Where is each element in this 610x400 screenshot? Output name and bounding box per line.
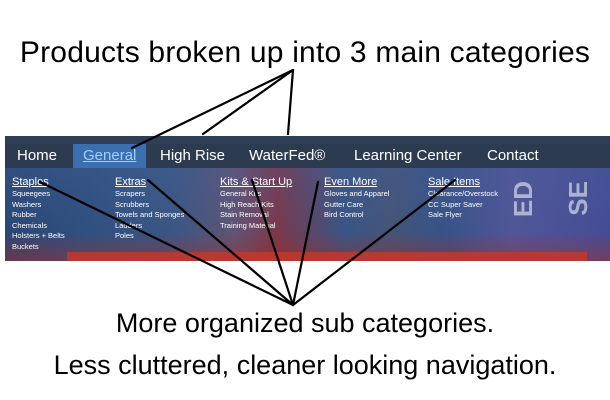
menu-column-staples: Staples Squeegees Washers Rubber Chemica… [12,176,65,252]
nav-item-high-rise[interactable]: High Rise [160,147,226,164]
website-navigation-screenshot: ED SE Home General High Rise WaterFed® L… [5,136,610,261]
menu-column-sale-items: Sale Items Clearance/Overstock CC Super … [428,176,498,221]
nav-item-contact[interactable]: Contact [487,147,539,164]
menu-link[interactable]: Gutter Care [324,199,364,209]
menu-link[interactable]: Scrubbers [115,199,150,209]
menu-link[interactable]: Ladders [115,220,143,230]
background-sign-text: ED [508,181,538,218]
background-sign-text: SE [563,181,593,216]
nav-item-home[interactable]: Home [17,147,58,164]
menu-link[interactable]: Sale Flyer [428,210,462,219]
menu-link[interactable]: Gloves and Apparel [324,189,390,198]
menu-heading-sale-items[interactable]: Sale Items [428,176,480,188]
nav-item-waterfed[interactable]: WaterFed® [249,147,326,164]
menu-link[interactable]: Training Material [220,220,276,230]
menu-link[interactable]: Stain Removal [220,210,269,219]
nav-item-learning-center[interactable]: Learning Center [354,147,462,164]
menu-link[interactable]: Buckets [12,241,39,251]
menu-link[interactable]: Chemicals [12,220,48,230]
menu-link[interactable]: Squeegees [12,189,50,198]
menu-heading-extras[interactable]: Extras [115,176,147,188]
arrow-line-top [201,68,295,136]
menu-link[interactable]: High Reach Kits [220,199,274,209]
menu-column-even-more: Even More Gloves and Apparel Gutter Care… [324,176,389,221]
menu-link[interactable]: Washers [12,199,42,209]
menu-link[interactable]: Holsters + Belts [12,231,65,240]
menu-heading-staples[interactable]: Staples [12,176,49,188]
menu-link[interactable]: CC Super Saver [428,199,483,209]
menu-link[interactable]: Poles [115,231,134,240]
nav-item-general[interactable]: General [73,144,147,168]
menu-heading-even-more[interactable]: Even More [324,176,378,188]
main-navbar: Home General High Rise WaterFed® Learnin… [5,144,610,168]
menu-link[interactable]: General Kits [220,189,262,198]
menu-column-extras: Extras Scrapers Scrubbers Towels and Spo… [115,176,184,242]
menu-link[interactable]: Rubber [12,210,37,219]
menu-link[interactable]: Bird Control [324,210,364,219]
bottom-caption-2: Less cluttered, cleaner looking navigati… [53,350,557,380]
menu-link[interactable]: Clearance/Overstock [428,189,499,198]
menu-heading-kits[interactable]: Kits & Start Up [220,176,293,188]
bottom-caption-1: More organized sub categories. [115,308,495,338]
menu-link[interactable]: Towels and Sponges [115,210,185,219]
menu-link[interactable]: Scrapers [115,189,146,198]
menu-column-kits: Kits & Start Up General Kits High Reach … [220,176,292,231]
top-caption: Products broken up into 3 main categorie… [19,36,591,69]
arrow-line-top [286,68,295,136]
